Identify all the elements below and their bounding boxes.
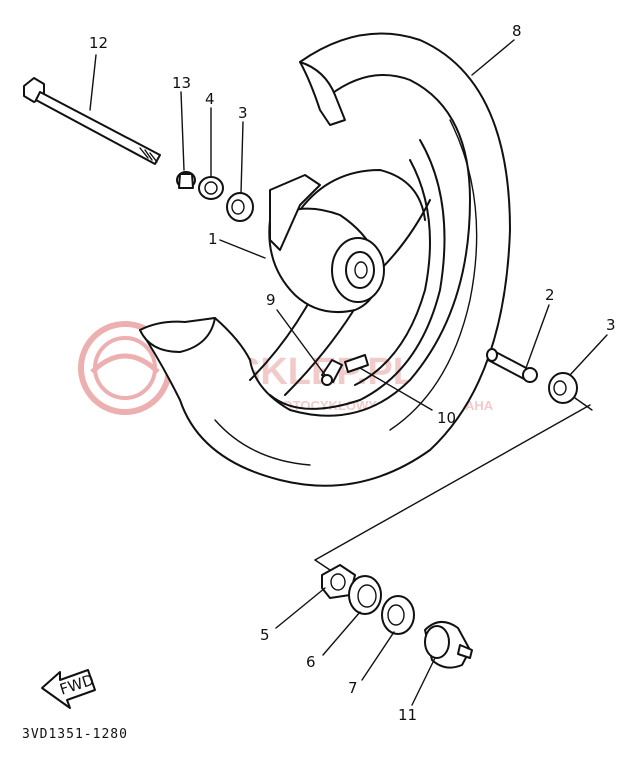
valve-stem: [321, 359, 343, 386]
callout-1: 1: [208, 230, 218, 248]
fwd-arrow-icon: FWD: [41, 669, 96, 709]
callout-9: 9: [266, 291, 276, 309]
drawing-code: 3VD1351-1280: [22, 727, 128, 742]
callout-5: 5: [260, 626, 270, 644]
axle-shaft: [23, 77, 161, 165]
leader-lines: [89, 39, 608, 706]
axis-tick: [314, 559, 331, 571]
balance-weight: [344, 354, 369, 373]
callout-2: 2: [545, 286, 555, 304]
callout-7: 7: [348, 679, 358, 697]
wheel-rim: [249, 139, 446, 410]
callout-13: 13: [172, 74, 191, 92]
oil-seal-6: [348, 575, 382, 615]
bolt-2: [486, 348, 538, 383]
tire: [139, 32, 511, 487]
callout-10: 10: [437, 409, 456, 427]
gear-unit-11: [424, 621, 473, 669]
callout-8: 8: [512, 22, 522, 40]
callout-4: 4: [205, 90, 215, 108]
callout-6: 6: [306, 653, 316, 671]
bearing-4: [198, 176, 224, 200]
callout-3-right: 3: [606, 316, 616, 334]
bearing-7: [381, 595, 415, 635]
spacer-13: [176, 171, 196, 189]
callout-11: 11: [398, 706, 417, 724]
callout-3-upper: 3: [238, 104, 248, 122]
bearing-3-right: [548, 372, 578, 404]
axis-line: [314, 404, 591, 561]
retainer-5: [321, 564, 356, 599]
callout-12: 12: [89, 34, 108, 52]
bearing-3-left: [226, 192, 254, 222]
axis-tick-right: [574, 397, 593, 411]
